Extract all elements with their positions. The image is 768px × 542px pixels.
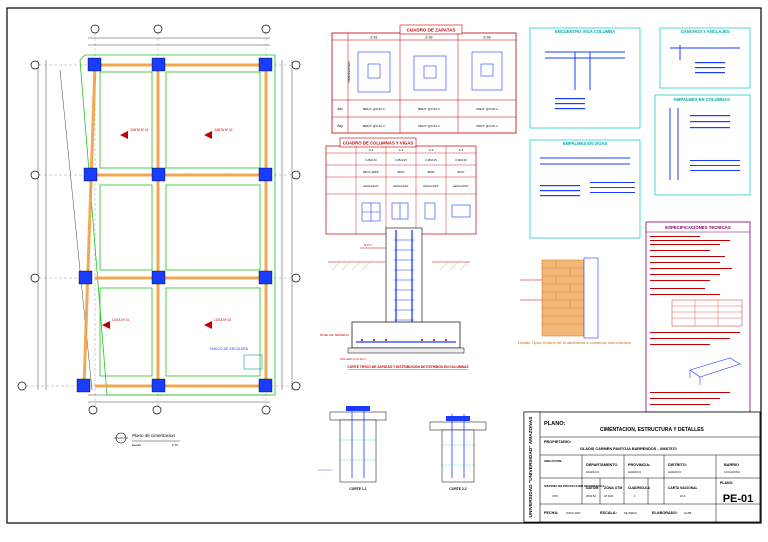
masonry-note: Detalle Tipico Amarre de la albañileria … [518,340,631,345]
zapatas-title: CUADRO DE ZAPATAS [407,28,456,33]
plano-label: PLANO: [544,421,566,427]
columna-r3-2: Estribos Ø1/4" [393,185,408,188]
zapata-asy-3: 7Ø1/2" @0.20 m [476,124,499,128]
zona-value: 18 SUR [604,494,613,498]
columna-r2-4: 6Ø1/2" [457,171,465,174]
carta-value: 20-K [680,494,686,498]
columna-r1-1: 0.25x0.30 [365,158,377,162]
provincia-label: PROVINCIA: [628,463,650,467]
cyan-details [529,27,751,239]
plano-title: CIMENTACION, ESTRUCTURA Y DETALLES [600,427,705,433]
plan-label-junta-2: JUNTA Nº 02 [214,128,233,132]
zapata-asx-1: 8Ø1/2" @0.20 m [363,107,386,111]
columna-r3-1: Estribos Ø1/4" [363,185,378,188]
elaborado-label: ELABORADO: [652,511,678,515]
propietario-value: GLADIS CARMEN PANTOJA BARRENDOS - 406675… [580,447,677,451]
barrio-value: CAYHUAYNA [724,470,740,474]
footing-section-detail: N.P.T. NIVEL DE TERRENO SOLADO e=0.10 m … [320,227,470,369]
zapatas-table: CUADRO DE ZAPATAS Z-01 Z-02 Z-03 DIMENSI… [331,24,517,134]
solado-label: SOLADO e=0.10 m [340,357,366,361]
zona-label: ZONA UTM [604,486,622,490]
foundation-plan: JUNTA Nº 01 JUNTA Nº 02 LOSA Nº 01 LOSA … [17,24,301,447]
masonry-detail: Detalle Tipico Amarre de la albañileria … [518,257,631,345]
columna-r3-3: Estribos Ø1/4" [423,185,438,188]
columna-r3-4: Estribos Ø1/4" [453,185,468,188]
specs-panel: ESPECIFICACIONES TECNICAS [645,221,751,413]
ubicacion-label: UBICACION: [544,459,562,463]
columna-r2-2: 4Ø1/2" [397,171,405,174]
stair-label: HUECO DE ESCALERA [210,347,249,351]
titleblock-side-text: UNIVERSIDAD "UNIVERSIDAD" AMAZONAS [528,416,534,518]
cuadricula-label: CUADRICULA [628,486,651,490]
plan-scale-value: 1/75 [172,443,178,447]
barrio-label: BARRIO [724,463,739,467]
distrito-label: DISTRITO: [668,463,687,467]
plan-title: Plano de cimentacion [132,433,176,438]
columna-r1-3: 0.15x0.25 [425,158,437,162]
plan-label-losa-1: LOSA Nº 01 [112,318,129,322]
zapata-asx-3: 7Ø1/2" @0.20 m [476,107,499,111]
plano-num-label: PLANO: [720,481,733,485]
corte-1-label: CORTE 1-1 [349,487,366,491]
specs-title: ESPECIFICACIONES TECNICAS [665,225,731,230]
zapata-asx-2: 8Ø1/2" @0.20 m [418,107,441,111]
zapata-row-asy-label: Asy [337,124,343,128]
columna-r2-1: 4Ø1/2"+2Ø3/8" [363,171,379,174]
elaborado-value: GCPB [684,511,692,515]
zapata-asy-2: 7Ø1/2" @0.20 m [418,124,441,128]
fecha-label: FECHA: [544,511,558,515]
datum-label: DATUM [586,486,598,490]
zapata-row-asx-label: Asx [337,107,343,111]
cortes: CORTE 1-1 CORTE 2-2 [318,406,487,491]
plan-scale-label: Escala [132,443,141,447]
zapata-col-1: Z-01 [370,36,377,40]
sistema-label: SISTEMA DE PROYECCION GEOGRAFICA [544,484,605,488]
npt-label: N.P.T. [364,243,372,247]
zapata-row-label: DIMENSIONES [347,61,351,82]
departamento-label: DEPARTAMENTO [586,463,617,467]
columna-head-4: C-4 [459,148,464,152]
corte-2-label: CORTE 2-2 [449,487,466,491]
plano-number: PE-01 [723,493,754,505]
fecha-value: JUNIO 2023 [566,511,581,515]
nivel-terreno-label: NIVEL DE TERRENO [320,333,350,337]
escala-label: ESCALA: [600,511,617,515]
columna-head-1: C-1 [369,148,374,152]
empalmes-vigas-title: EMPALMES EN VIGAS [563,141,608,146]
ganchos-title: GANCHOS Y ANCLAJES [681,29,730,34]
sheet-border [6,7,762,524]
propietario-label: PROPIETARIO: [544,440,571,444]
columna-head-2: C-2 [399,148,404,152]
zapata-col-3: Z-03 [483,36,490,40]
columna-head-3: C-3 [429,148,434,152]
columna-r2-3: 4Ø3/8" [427,171,435,174]
carta-label: CARTA NACIONAL [668,486,698,490]
columna-r1-2: 0.25x0.25 [395,158,407,162]
plan-label-losa-2: LOSA Nº 02 [214,318,231,322]
detail-caption: CORTE TIPICO DE ZAPATAS Y DISTRIBUCION D… [347,365,469,369]
departamento-value: HUANUCO [586,470,599,474]
provincia-value: HUANUCO [628,470,641,474]
columnas-title: CUADRO DE COLUMNAS Y VIGAS [343,141,414,146]
zapata-asy-1: 8Ø1/2" @0.20 m [363,124,386,128]
sistema-value: UTM [552,494,558,498]
empalmes-columnas-title: EMPALMES EN COLUMNAS [674,97,730,102]
columna-r1-4: 0.30x0.30 [455,158,467,162]
escala-value: SE INDICA [624,511,637,515]
title-block: UNIVERSIDAD "UNIVERSIDAD" AMAZONAS PLANO… [523,411,761,523]
cuadricula-value: 1 [634,494,636,498]
zapata-col-2: Z-02 [425,36,432,40]
plan-label-junta-1: JUNTA Nº 01 [130,128,149,132]
encuentro-title: ENCUENTRO VIGA COLUMNA [555,29,615,34]
distrito-value: HUANUCO [668,470,681,474]
datum-value: WGS 84 [586,494,596,498]
